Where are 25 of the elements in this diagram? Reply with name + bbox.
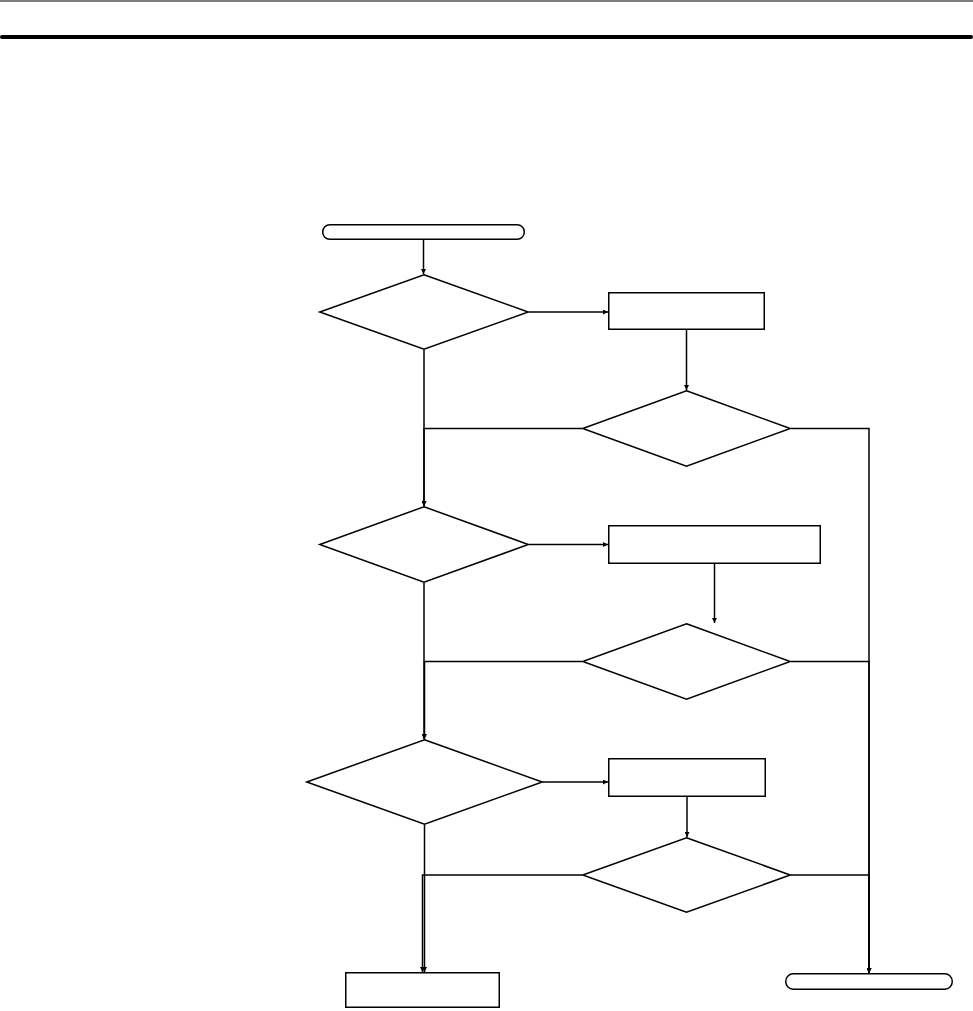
arrow [421, 427, 583, 507]
arrow [712, 563, 717, 624]
process-box [608, 758, 766, 797]
arrow [790, 874, 872, 974]
arrow [528, 309, 609, 315]
arrow [422, 824, 427, 973]
decision-diamond [582, 837, 791, 913]
arrow [684, 796, 690, 838]
decision-diamond [582, 623, 791, 700]
terminal-shape [785, 973, 953, 990]
arrow [422, 660, 583, 740]
decision-diamond [306, 739, 543, 825]
decision-diamond [319, 506, 529, 583]
process-box [608, 292, 765, 330]
arrow [421, 582, 427, 740]
decision-diamond [582, 390, 791, 467]
process-box [345, 972, 500, 1008]
terminal-shape [322, 224, 525, 240]
arrow [542, 779, 609, 785]
decision-diamond [319, 274, 529, 350]
process-box [608, 525, 821, 564]
arrow [528, 542, 609, 547]
arrow [420, 874, 583, 973]
arrow [684, 329, 689, 391]
arrow [421, 239, 426, 275]
